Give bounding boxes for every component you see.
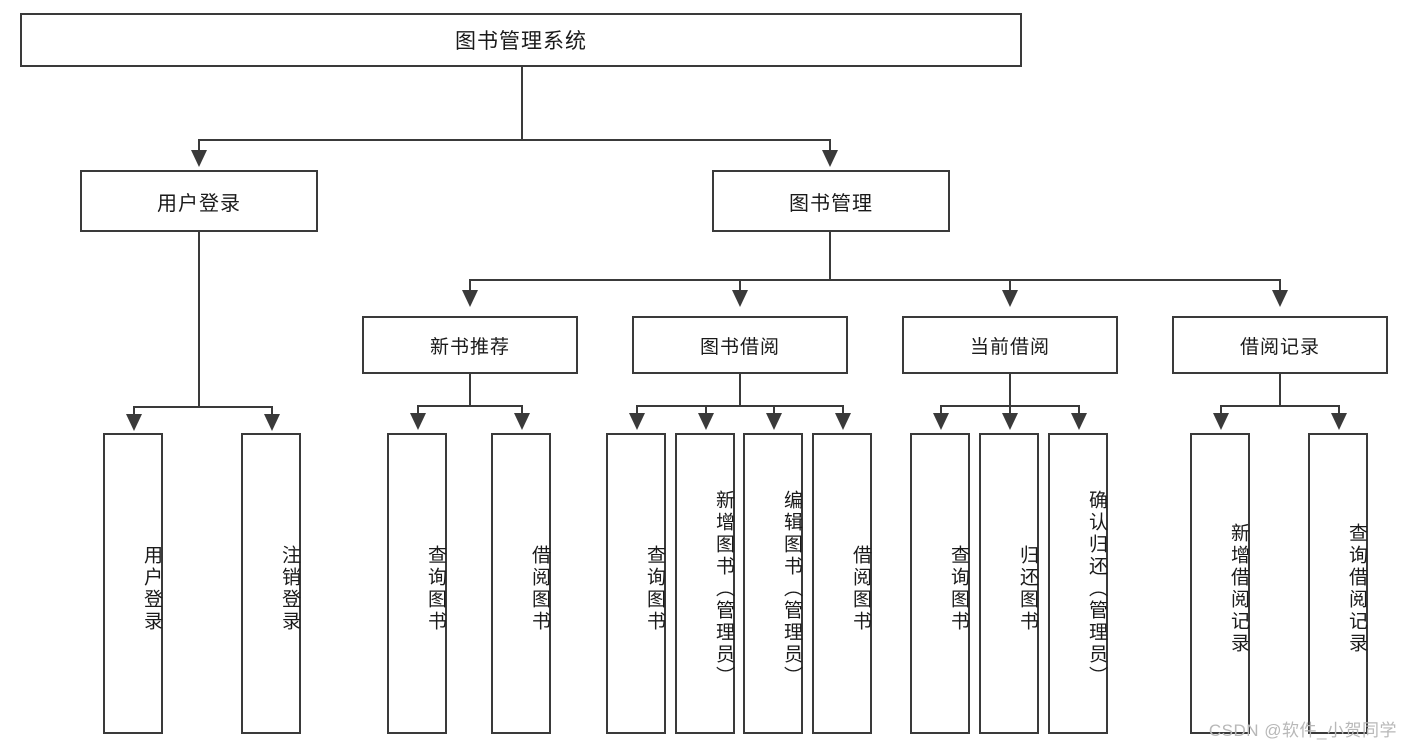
leaf-label: 新增借阅记录 <box>1228 522 1249 655</box>
connector-cb-stem <box>1009 374 1011 406</box>
arrow-to-book-manage <box>822 150 838 167</box>
leaf-query-book-recommend[interactable]: 查询图书 <box>387 433 447 734</box>
connector-br-stem <box>1279 374 1281 406</box>
connector-bb-bar <box>636 405 844 407</box>
node-borrow-record[interactable]: 借阅记录 <box>1172 316 1388 374</box>
arrow-to-borrow-record <box>1272 290 1288 307</box>
node-book-borrow[interactable]: 图书借阅 <box>632 316 848 374</box>
connector-user-login-bar <box>133 406 273 408</box>
leaf-return-book[interactable]: 归还图书 <box>979 433 1039 734</box>
leaf-label: 归还图书 <box>1017 544 1038 633</box>
connector-book-manage-stem <box>829 232 831 280</box>
leaf-confirm-return-admin[interactable]: 确认归还（管理员） <box>1048 433 1108 734</box>
arrow-to-current-borrow <box>1002 290 1018 307</box>
connector-user-login-drop-2 <box>271 406 273 418</box>
connector-user-login-stem <box>198 232 200 407</box>
connector-root-drop-2 <box>829 139 831 156</box>
arrow-bb-leaf-1 <box>629 413 645 430</box>
node-user-login[interactable]: 用户登录 <box>80 170 318 232</box>
leaf-label: 新增图书（管理员） <box>713 489 734 688</box>
connector-root-drop-1 <box>198 139 200 156</box>
connector-nbr-drop-2 <box>521 405 523 417</box>
node-current-borrow[interactable]: 当前借阅 <box>902 316 1118 374</box>
leaf-label: 确认归还（管理员） <box>1086 489 1107 688</box>
arrow-nbr-leaf-1 <box>410 413 426 430</box>
connector-cb-drop-1 <box>940 405 942 417</box>
leaf-label: 借阅图书 <box>850 544 871 633</box>
connector-l3-drop-3 <box>1009 279 1011 296</box>
arrow-br-leaf-1 <box>1213 413 1229 430</box>
connector-bb-drop-3 <box>773 405 775 417</box>
leaf-query-book-current[interactable]: 查询图书 <box>910 433 970 734</box>
arrow-to-user-login <box>191 150 207 167</box>
arrow-cb-leaf-1 <box>933 413 949 430</box>
node-new-book-recommend[interactable]: 新书推荐 <box>362 316 578 374</box>
leaf-query-borrow-record[interactable]: 查询借阅记录 <box>1308 433 1368 734</box>
leaf-label: 查询图书 <box>948 544 969 633</box>
leaf-label: 借阅图书 <box>529 544 550 633</box>
leaf-add-borrow-record[interactable]: 新增借阅记录 <box>1190 433 1250 734</box>
leaf-query-book-borrow[interactable]: 查询图书 <box>606 433 666 734</box>
arrow-nbr-leaf-2 <box>514 413 530 430</box>
leaf-label: 注销登录 <box>279 544 300 633</box>
leaf-add-book-admin[interactable]: 新增图书（管理员） <box>675 433 735 734</box>
arrow-cb-leaf-3 <box>1071 413 1087 430</box>
leaf-logout[interactable]: 注销登录 <box>241 433 301 734</box>
connector-cb-drop-2 <box>1009 405 1011 417</box>
connector-l3-drop-1 <box>469 279 471 296</box>
connector-bb-stem <box>739 374 741 406</box>
arrow-bb-leaf-4 <box>835 413 851 430</box>
leaf-label: 查询图书 <box>425 544 446 633</box>
connector-user-login-drop-1 <box>133 406 135 418</box>
arrow-br-leaf-2 <box>1331 413 1347 430</box>
arrow-bb-leaf-2 <box>698 413 714 430</box>
arrow-bb-leaf-3 <box>766 413 782 430</box>
watermark-text: CSDN @软件_小贺同学 <box>1208 721 1397 740</box>
arrow-cb-leaf-2 <box>1002 413 1018 430</box>
leaf-label: 查询图书 <box>644 544 665 633</box>
connector-nbr-bar <box>417 405 523 407</box>
connector-bb-drop-2 <box>705 405 707 417</box>
leaf-borrow-book-recommend[interactable]: 借阅图书 <box>491 433 551 734</box>
leaf-label: 用户登录 <box>141 544 162 633</box>
connector-l3-drop-2 <box>739 279 741 296</box>
node-book-manage[interactable]: 图书管理 <box>712 170 950 232</box>
leaf-label: 查询借阅记录 <box>1346 522 1367 655</box>
connector-br-drop-1 <box>1220 405 1222 417</box>
leaf-edit-book-admin[interactable]: 编辑图书（管理员） <box>743 433 803 734</box>
leaf-borrow-book[interactable]: 借阅图书 <box>812 433 872 734</box>
connector-bb-drop-1 <box>636 405 638 417</box>
connector-root-bar <box>198 139 830 141</box>
connector-root-stem <box>521 67 523 140</box>
node-root-system[interactable]: 图书管理系统 <box>20 13 1022 67</box>
connector-cb-drop-3 <box>1078 405 1080 417</box>
connector-l3-drop-4 <box>1279 279 1281 296</box>
leaf-label: 编辑图书（管理员） <box>781 489 802 688</box>
arrow-to-leaf-logout <box>264 414 280 431</box>
leaf-user-login[interactable]: 用户登录 <box>103 433 163 734</box>
connector-br-drop-2 <box>1338 405 1340 417</box>
arrow-to-new-book-recommend <box>462 290 478 307</box>
connector-br-bar <box>1220 405 1340 407</box>
connector-bb-drop-4 <box>842 405 844 417</box>
arrow-to-book-borrow <box>732 290 748 307</box>
arrow-to-leaf-user-login <box>126 414 142 431</box>
connector-nbr-stem <box>469 374 471 406</box>
connector-book-manage-bar <box>469 279 1281 281</box>
connector-nbr-drop-1 <box>417 405 419 417</box>
